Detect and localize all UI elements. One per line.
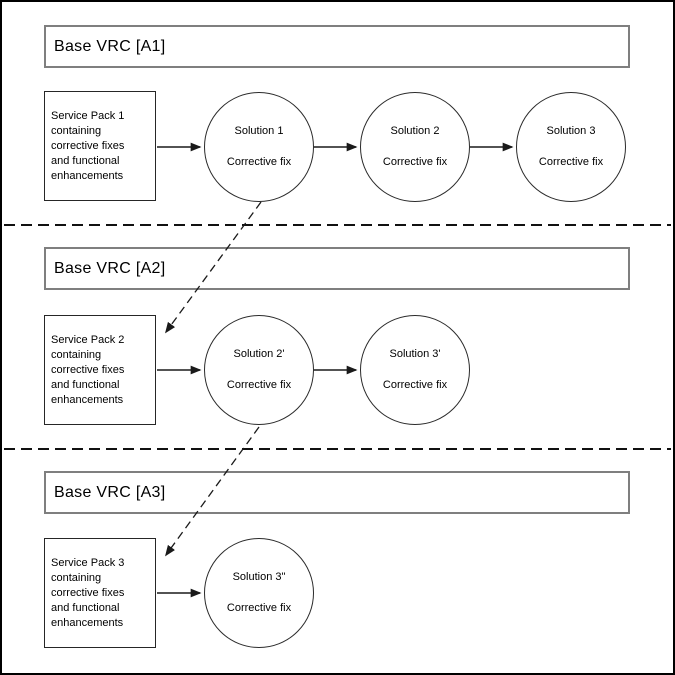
solution-3doubleprime-circle: Solution 3" Corrective fix xyxy=(204,538,314,648)
solution-3doubleprime-title: Solution 3" xyxy=(232,571,286,583)
solution-2prime-circle: Solution 2' Corrective fix xyxy=(204,315,314,425)
base-vrc-a2-box: Base VRC [A2] xyxy=(44,247,630,290)
service-pack-2-box: Service Pack 2 containing corrective fix… xyxy=(44,315,156,425)
service-pack-3-text: Service Pack 3 containing corrective fix… xyxy=(51,556,125,629)
solution-2prime-title: Solution 2' xyxy=(233,348,285,360)
solution-3prime-circle: Solution 3' Corrective fix xyxy=(360,315,470,425)
base-vrc-a1-box: Base VRC [A1] xyxy=(44,25,630,68)
solution-2prime-subtitle: Corrective fix xyxy=(226,379,292,391)
service-pack-1-box: Service Pack 1 containing corrective fix… xyxy=(44,91,156,201)
service-pack-2-text: Service Pack 2 containing corrective fix… xyxy=(51,333,125,406)
solution-3-title: Solution 3 xyxy=(546,125,596,137)
base-vrc-a2-label: Base VRC [A2] xyxy=(54,259,166,277)
solution-1-circle: Solution 1 Corrective fix xyxy=(204,92,314,202)
solution-1-subtitle: Corrective fix xyxy=(226,156,292,168)
base-vrc-a1-label: Base VRC [A1] xyxy=(54,37,166,55)
service-pack-1-text: Service Pack 1 containing corrective fix… xyxy=(51,109,125,182)
solution-2-subtitle: Corrective fix xyxy=(382,156,448,168)
solution-3prime-title: Solution 3' xyxy=(389,348,441,360)
solution-2-title: Solution 2 xyxy=(390,125,440,137)
base-vrc-a3-box: Base VRC [A3] xyxy=(44,471,630,514)
solution-1-title: Solution 1 xyxy=(234,125,284,137)
solution-3-circle: Solution 3 Corrective fix xyxy=(516,92,626,202)
service-pack-3-box: Service Pack 3 containing corrective fix… xyxy=(44,538,156,648)
base-vrc-a3-label: Base VRC [A3] xyxy=(54,483,166,501)
solution-3-subtitle: Corrective fix xyxy=(538,156,604,168)
solution-2-circle: Solution 2 Corrective fix xyxy=(360,92,470,202)
solution-3prime-subtitle: Corrective fix xyxy=(382,379,448,391)
solution-3doubleprime-subtitle: Corrective fix xyxy=(226,602,292,614)
